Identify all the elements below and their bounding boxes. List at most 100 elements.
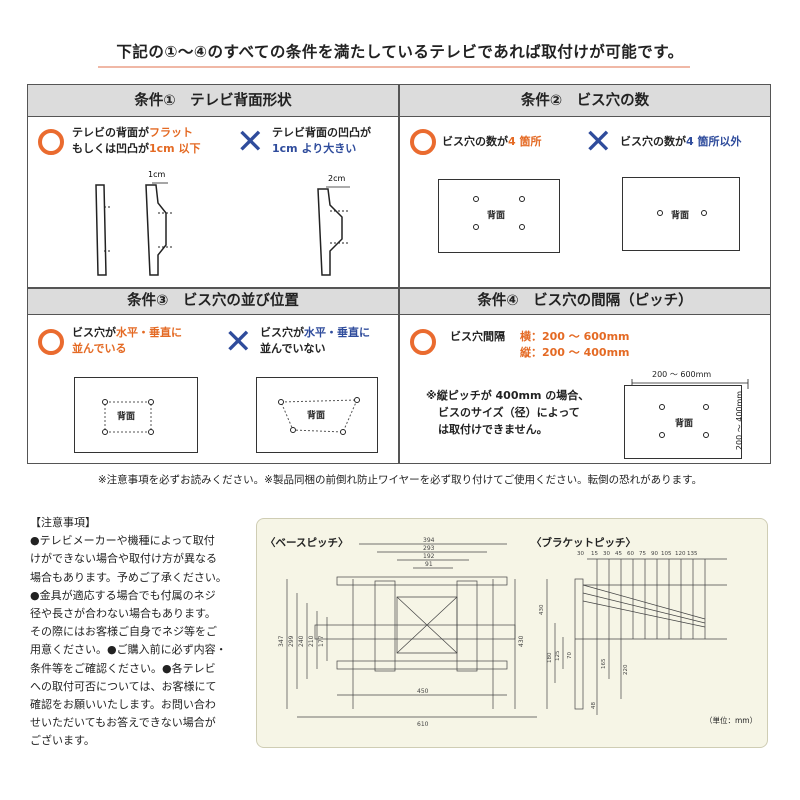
pitch-caution: ※縦ピッチが 400mm の場合、 ビスのサイズ（径）によって は取付けできませ… xyxy=(426,389,590,436)
bracket-dim-top: 60 xyxy=(627,551,634,557)
condition-4-panel: 条件④ ビス穴の間隔（ピッチ） ビス穴間隔 横：200 ～ 600mm 縦：20… xyxy=(400,289,770,463)
condition-2-title: 条件② ビス穴の数 xyxy=(400,85,770,117)
condition-1-ok-text: テレビの背面がフラット もしくは凹凸が1cm 以下 xyxy=(72,126,201,155)
pitch-label: ビス穴間隔 xyxy=(450,330,505,343)
back-label: 背面 xyxy=(671,211,690,221)
note-line: 確認をお願いいたします。お問い合わ xyxy=(30,698,216,712)
condition-1-title: 条件① テレビ背面形状 xyxy=(28,85,398,117)
ng-cross-icon: ✕ xyxy=(584,122,613,162)
tv-profile-flat xyxy=(95,184,112,276)
condition-3-title: 条件③ ビス穴の並び位置 xyxy=(28,289,398,315)
tv-back-4-holes: 背面 xyxy=(438,179,560,253)
screw-hole xyxy=(148,399,154,405)
screw-hole xyxy=(701,210,707,216)
screw-hole xyxy=(519,196,525,202)
bracket-dim-side: 180 xyxy=(547,652,553,663)
bracket-dim-top: 105 xyxy=(661,551,672,557)
screw-hole xyxy=(278,399,284,405)
screw-hole xyxy=(148,429,154,435)
dim-vertical-label: 200 ～ 400mm xyxy=(735,390,745,451)
back-label: 背面 xyxy=(117,412,136,422)
condition-1-panel: 条件① テレビ背面形状 テレビの背面がフラット もしくは凹凸が1cm 以下 ✕ … xyxy=(28,85,398,287)
base-dim-bottom: 610 xyxy=(417,721,429,728)
bracket-dim-top: 75 xyxy=(639,551,646,557)
base-dim-bottom: 450 xyxy=(417,688,429,695)
grid-divider-horizontal xyxy=(27,287,771,289)
note-line: その際にはお客様ご自身でネジ等をご xyxy=(30,625,217,639)
caution-notes: 【注意事項】 ●テレビメーカーや機種によって取付 けができない場合や取付け方が異… xyxy=(30,514,250,751)
condition-4-title: 条件④ ビス穴の間隔（ピッチ） xyxy=(400,289,770,315)
base-dim-top: 192 xyxy=(423,553,435,560)
screw-hole xyxy=(102,399,108,405)
page-headline: 下記の①～④のすべての条件を満たしているテレビであれば取付けが可能です。 xyxy=(116,43,684,61)
bracket-dim-side: 70 xyxy=(567,652,573,659)
ng-cross-icon: ✕ xyxy=(224,322,253,362)
condition-1-ng-text: テレビ背面の凹凸が 1cm より大きい xyxy=(272,126,371,155)
note-line: 条件等をご確認ください。●各テレビ xyxy=(30,661,216,675)
bracket-dim-top: 120 xyxy=(675,551,686,557)
aligned-guide-lines xyxy=(104,401,152,433)
unit-label: （単位：mm） xyxy=(705,716,758,725)
bracket-dim-top: 15 xyxy=(591,551,598,557)
ok-circle-icon xyxy=(410,329,436,355)
bracket-dim-side: 125 xyxy=(555,650,561,661)
base-pitch-title: 〈ベースピッチ〉 xyxy=(265,537,349,549)
warning-note: ※注意事項を必ずお読みください。※製品同梱の前倒れ防止ワイヤーを必ず取り付けてご… xyxy=(97,474,703,486)
note-line: 径や長さが合わない場合もあります。 xyxy=(30,607,216,621)
note-line: ●金具が適応する場合でも付属のネジ xyxy=(30,588,216,602)
condition-2-ok-text: ビス穴の数が4 箇所 xyxy=(442,135,542,148)
base-dim-top: 293 xyxy=(423,545,435,552)
notes-heading: 【注意事項】 xyxy=(30,516,96,529)
tv-profile-diagrams: 1cm 2cm xyxy=(95,170,350,276)
screw-hole xyxy=(659,432,665,438)
note-line: 用意ください。●ご購入前に必ず内容・ xyxy=(30,643,227,657)
dim-2cm-label: 2cm xyxy=(328,174,345,183)
screw-hole xyxy=(703,432,709,438)
bracket-pitch-drawing: 30 15 30 45 60 75 90 105 120 135 430 180… xyxy=(539,551,727,715)
ng-cross-icon: ✕ xyxy=(236,122,265,162)
screw-hole xyxy=(473,196,479,202)
note-line: ございます。 xyxy=(30,734,95,748)
condition-2-panel: 条件② ビス穴の数 ビス穴の数が4 箇所 ✕ ビス穴の数が4 箇所以外 背面 背… xyxy=(400,85,770,287)
screw-hole xyxy=(354,397,360,403)
tv-back-2-holes: 背面 xyxy=(622,177,740,251)
screw-hole xyxy=(703,404,709,410)
note-line: ●テレビメーカーや機種によって取付 xyxy=(30,534,215,548)
note-line: 場合もあります。予めご了承ください。 xyxy=(30,570,227,584)
headline-underline xyxy=(98,66,690,68)
tv-profile-2cm xyxy=(317,186,350,276)
base-pitch-drawing: 394 293 192 91 450 610 347 299 240 210 1… xyxy=(278,537,537,728)
tv-back-misaligned-holes: 背面 xyxy=(256,377,378,453)
back-label: 背面 xyxy=(307,411,326,421)
bracket-pitch-title: 〈ブラケットピッチ〉 xyxy=(531,537,636,549)
technical-drawing-panel: 〈ベースピッチ〉 〈ブラケットピッチ〉 xyxy=(256,518,768,748)
note-line: けができない場合や取付け方が異なる xyxy=(30,552,217,566)
base-dim-left: 299 xyxy=(288,635,295,647)
tv-back-pitch: 背面 xyxy=(624,385,742,459)
back-label: 背面 xyxy=(675,419,694,429)
condition-2-ng-text: ビス穴の数が4 箇所以外 xyxy=(620,135,742,148)
condition-3-ng-text: ビス穴が水平・垂直に 並んでいない xyxy=(260,326,370,355)
screw-hole xyxy=(102,429,108,435)
note-line: せいただいてもお答えできない場合が xyxy=(30,716,216,730)
base-dim-right: 430 xyxy=(518,635,525,647)
bracket-dim-side: 48 xyxy=(591,702,597,709)
screw-hole xyxy=(657,210,663,216)
dim-horizontal-label: 200 ～ 600mm xyxy=(652,370,712,379)
screw-hole xyxy=(340,429,346,435)
ok-circle-icon xyxy=(410,129,436,155)
grid-divider-vertical xyxy=(398,84,400,464)
bracket-dim-top: 30 xyxy=(577,551,584,557)
condition-3-panel: 条件③ ビス穴の並び位置 ビス穴が水平・垂直に 並んでいる ✕ ビス穴が水平・垂… xyxy=(28,289,398,463)
bracket-dim-side: 165 xyxy=(601,658,607,669)
bracket-dim-top: 90 xyxy=(651,551,658,557)
ok-circle-icon xyxy=(38,329,64,355)
ok-circle-icon xyxy=(38,129,64,155)
base-dim-top: 91 xyxy=(425,561,433,568)
note-line: への取付可否については、お客様にて xyxy=(30,679,217,693)
base-dim-left: 210 xyxy=(308,635,315,647)
base-dim-left: 240 xyxy=(298,635,305,647)
screw-hole xyxy=(473,224,479,230)
pitch-vertical: 縦：200 ～ 400mm xyxy=(520,346,630,359)
screw-hole xyxy=(290,427,296,433)
